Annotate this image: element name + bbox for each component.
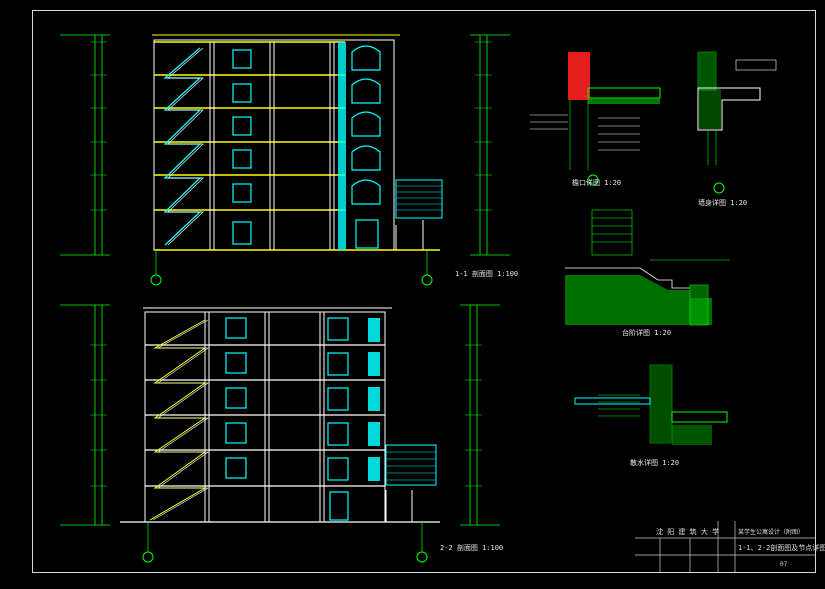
detail-wall [697, 51, 777, 194]
title-block-drawing-title: 1-1、2-2剖面图及节点详图 [738, 544, 825, 552]
detail-apron [574, 364, 728, 445]
detail-a-title: 檐口详图 1:20 [572, 179, 622, 187]
section-2-2 [60, 304, 500, 563]
section-1-1 [60, 34, 510, 286]
detail-c-title: 台阶详图 1:20 [622, 329, 672, 337]
detail-d-title: 散水详图 1:20 [630, 459, 680, 467]
detail-parapet [530, 52, 661, 186]
title-block-university: 沈 阳 建 筑 大 学 [656, 528, 720, 536]
detail-b-title: 墙身详图 1:20 [698, 199, 748, 207]
title-block-project: 某学生公寓设计（附图） [738, 529, 805, 536]
title-block-grid [635, 521, 815, 572]
section-1-title: 1-1 剖面图 1:100 [455, 270, 519, 278]
section-2-title: 2-2 剖面图 1:100 [440, 544, 504, 552]
title-block-sheet-number: 07 [780, 561, 788, 568]
detail-steps [565, 209, 730, 326]
drawing-frame [32, 10, 816, 573]
